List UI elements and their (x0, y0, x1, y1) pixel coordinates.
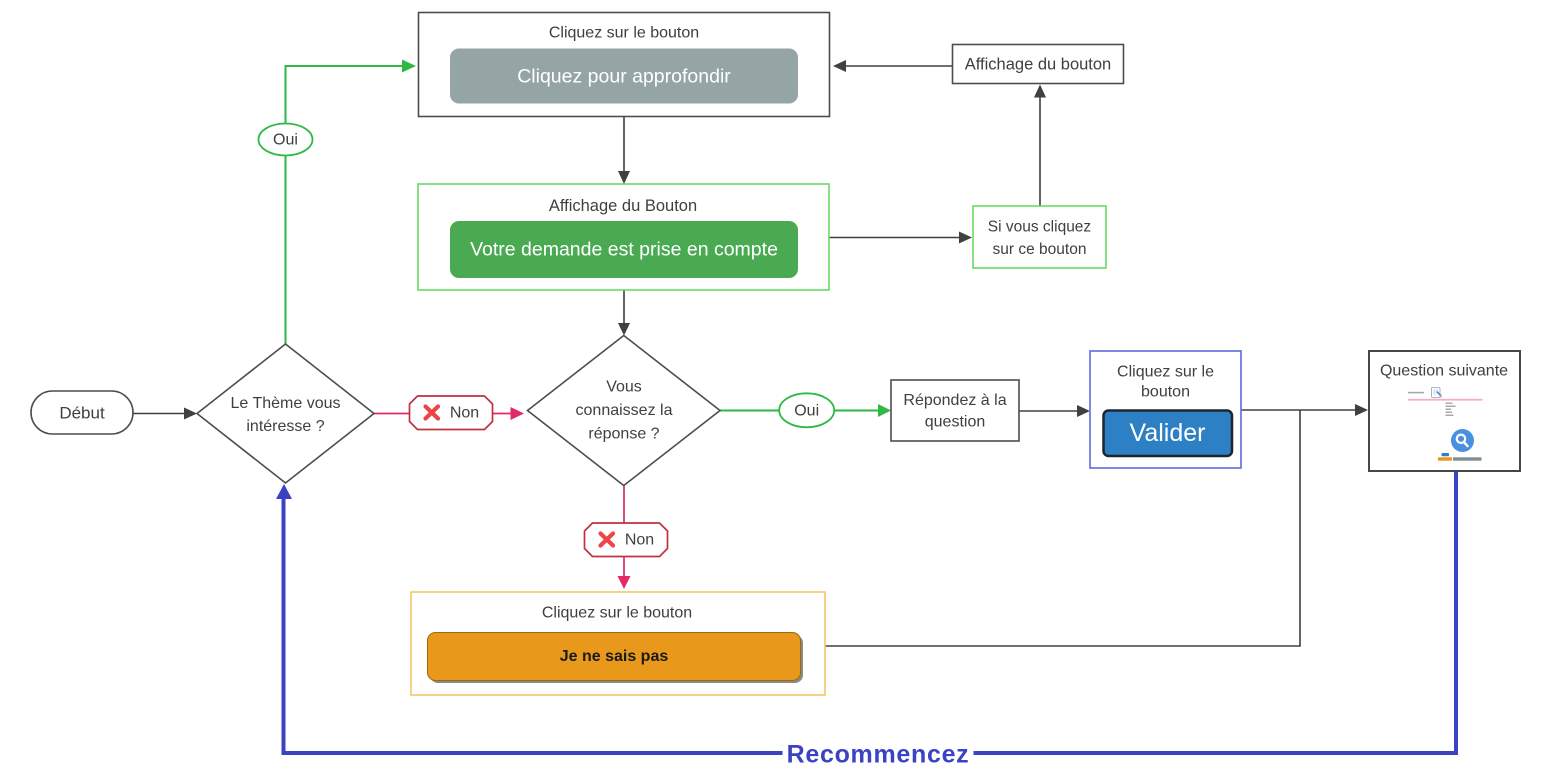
svg-text:Votre demande est prise en com: Votre demande est prise en compte (470, 239, 778, 261)
svg-text:Oui: Oui (794, 403, 819, 420)
svg-text:Question suivante: Question suivante (1380, 363, 1508, 380)
svg-text:connaissez la: connaissez la (576, 402, 673, 419)
svg-text:Le Thème vous: Le Thème vous (231, 395, 341, 412)
svg-text:Recommencez: Recommencez (787, 741, 970, 769)
svg-text:Répondez à la: Répondez à la (903, 392, 1006, 409)
svg-text:réponse ?: réponse ? (588, 426, 659, 443)
svg-text:Non: Non (625, 532, 654, 549)
svg-text:Si vous cliquez: Si vous cliquez (988, 219, 1091, 236)
svg-text:bouton: bouton (1141, 384, 1190, 401)
svg-text:Oui: Oui (273, 132, 298, 149)
svg-text:Affichage du bouton: Affichage du bouton (965, 56, 1112, 74)
svg-text:Valider: Valider (1130, 419, 1206, 447)
svg-text:Non: Non (450, 405, 479, 422)
svg-text:Cliquez pour approfondir: Cliquez pour approfondir (517, 66, 731, 88)
svg-text:intéresse ?: intéresse ? (246, 418, 324, 435)
svg-text:Vous: Vous (606, 379, 642, 396)
svg-text:question: question (925, 414, 986, 431)
svg-text:Début: Début (59, 404, 105, 423)
svg-text:Cliquez sur le bouton: Cliquez sur le bouton (549, 25, 699, 42)
svg-text:sur ce bouton: sur ce bouton (993, 241, 1087, 258)
svg-text:Cliquez sur le bouton: Cliquez sur le bouton (542, 605, 692, 622)
svg-text:Cliquez sur le: Cliquez sur le (1117, 364, 1214, 381)
svg-text:Affichage du Bouton: Affichage du Bouton (549, 197, 697, 215)
svg-text:Je ne sais pas: Je ne sais pas (560, 648, 669, 665)
